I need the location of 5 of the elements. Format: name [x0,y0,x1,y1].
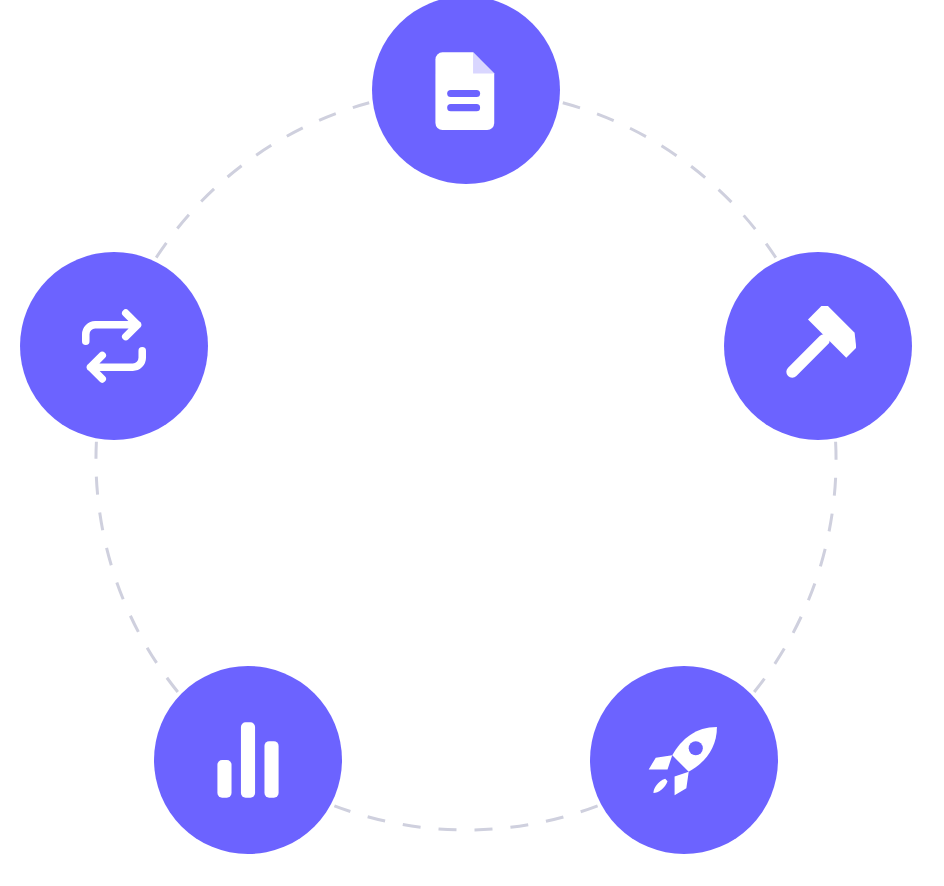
dashed-connector [94,441,180,693]
dashed-connector [562,101,777,259]
dashed-connector [333,804,599,832]
dashed-connector [752,441,838,693]
dashed-connector [155,101,370,259]
